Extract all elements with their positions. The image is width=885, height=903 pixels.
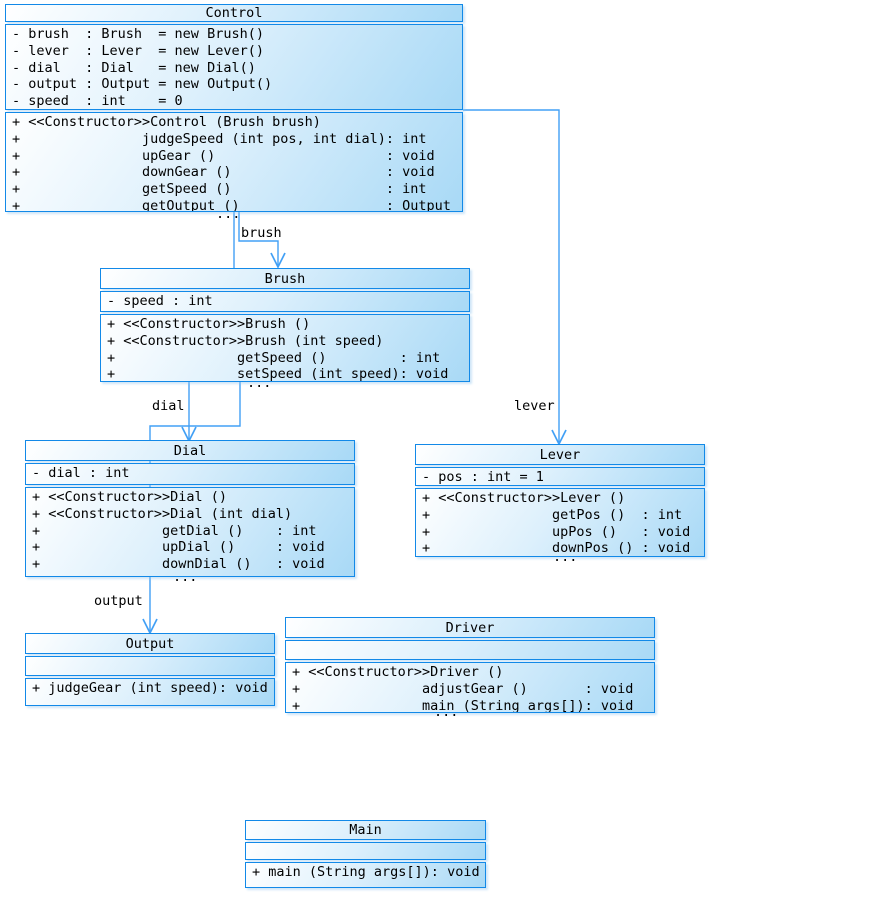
attributes-compartment-output [25,656,275,676]
method-row: + main (String args[]): void [252,864,480,880]
ellipsis-lever: ... [553,549,578,565]
attribute-row: - pos : int = 1 [422,469,544,485]
method-row: + judgeGear (int speed): void [32,680,268,696]
class-title-brush: Brush [100,268,470,289]
attributes-compartment-driver [285,640,655,660]
class-box-output[interactable]: Output + judgeGear (int speed): void [25,633,275,706]
class-box-main[interactable]: Main + main (String args[]): void [245,820,486,888]
connector-label-lever: lever [514,398,555,414]
ellipsis-control: ... [216,206,241,222]
method-row: + upGear () : void [12,147,435,164]
attribute-row: - speed : int = 0 [12,93,183,110]
method-row: + downPos () : void [422,540,691,557]
connector-label-dial: dial [152,398,185,414]
methods-compartment-output: + judgeGear (int speed): void [25,678,275,706]
ellipsis-dial: ... [173,569,198,585]
ellipsis-driver: ... [434,704,459,720]
attributes-compartment-brush: - speed : int [100,291,470,312]
method-row: + <<Constructor>>Dial () [32,489,228,505]
method-row: + <<Constructor>>Brush (int speed) [107,332,384,349]
attribute-row: - dial : Dial = new Dial() [12,59,256,76]
attribute-row: - output : Output = new Output() [12,76,273,93]
class-title-driver: Driver [285,617,655,638]
method-row: + <<Constructor>>Control (Brush brush) [12,114,321,130]
connector-label-brush: brush [241,225,282,241]
attribute-row: - lever : Lever = new Lever() [12,42,264,59]
method-row: + <<Constructor>>Driver () [292,664,504,680]
methods-compartment-lever: + <<Constructor>>Lever () + getPos () : … [415,488,705,557]
class-box-control[interactable]: Control - brush : Brush = new Brush() - … [5,4,463,212]
class-box-brush[interactable]: Brush - speed : int + <<Constructor>>Bru… [100,268,470,382]
method-row: + downGear () : void [12,164,435,181]
connector-control-brush[interactable] [233,212,286,269]
methods-compartment-driver: + <<Constructor>>Driver () + adjustGear … [285,662,655,713]
method-row: + <<Constructor>>Brush () [107,316,311,332]
class-title-output: Output [25,633,275,654]
attribute-row: - speed : int [107,293,213,309]
class-box-dial[interactable]: Dial - dial : int + <<Constructor>>Dial … [25,440,355,577]
method-row: + setSpeed (int speed): void [107,366,449,382]
method-row: + upDial () : void [32,539,325,556]
class-title-dial: Dial [25,440,355,461]
connector-control-lever[interactable] [463,109,567,446]
method-row: + getPos () : int [422,506,683,523]
method-row: + adjustGear () : void [292,680,634,697]
class-box-lever[interactable]: Lever - pos : int = 1 + <<Constructor>>L… [415,444,705,557]
class-title-control: Control [5,4,463,22]
method-row: + main (String args[]): void [292,697,634,713]
methods-compartment-dial: + <<Constructor>>Dial () + <<Constructor… [25,487,355,577]
attribute-row: - dial : int [32,465,130,481]
method-row: + <<Constructor>>Lever () [422,490,626,506]
attributes-compartment-lever: - pos : int = 1 [415,467,705,486]
methods-compartment-main: + main (String args[]): void [245,862,486,888]
method-row: + <<Constructor>>Dial (int dial) [32,505,293,522]
method-row: + downDial () : void [32,556,325,573]
method-row: + getSpeed () : int [107,349,441,366]
method-row: + upPos () : void [422,523,691,540]
class-box-driver[interactable]: Driver + <<Constructor>>Driver () + adju… [285,617,655,713]
method-row: + getOutput () : Output [12,197,451,212]
connector-label-output: output [94,593,143,609]
class-title-lever: Lever [415,444,705,465]
attributes-compartment-dial: - dial : int [25,463,355,485]
ellipsis-brush: ... [247,375,272,391]
methods-compartment-brush: + <<Constructor>>Brush () + <<Constructo… [100,314,470,382]
method-row: + judgeSpeed (int pos, int dial): int [12,130,427,147]
attributes-compartment-main [245,842,486,860]
method-row: + getDial () : int [32,522,317,539]
attributes-compartment-control: - brush : Brush = new Brush() - lever : … [5,24,463,110]
class-title-main: Main [245,820,486,840]
attribute-row: - brush : Brush = new Brush() [12,26,264,42]
methods-compartment-control: + <<Constructor>>Control (Brush brush) +… [5,112,463,212]
method-row: + getSpeed () : int [12,181,427,198]
